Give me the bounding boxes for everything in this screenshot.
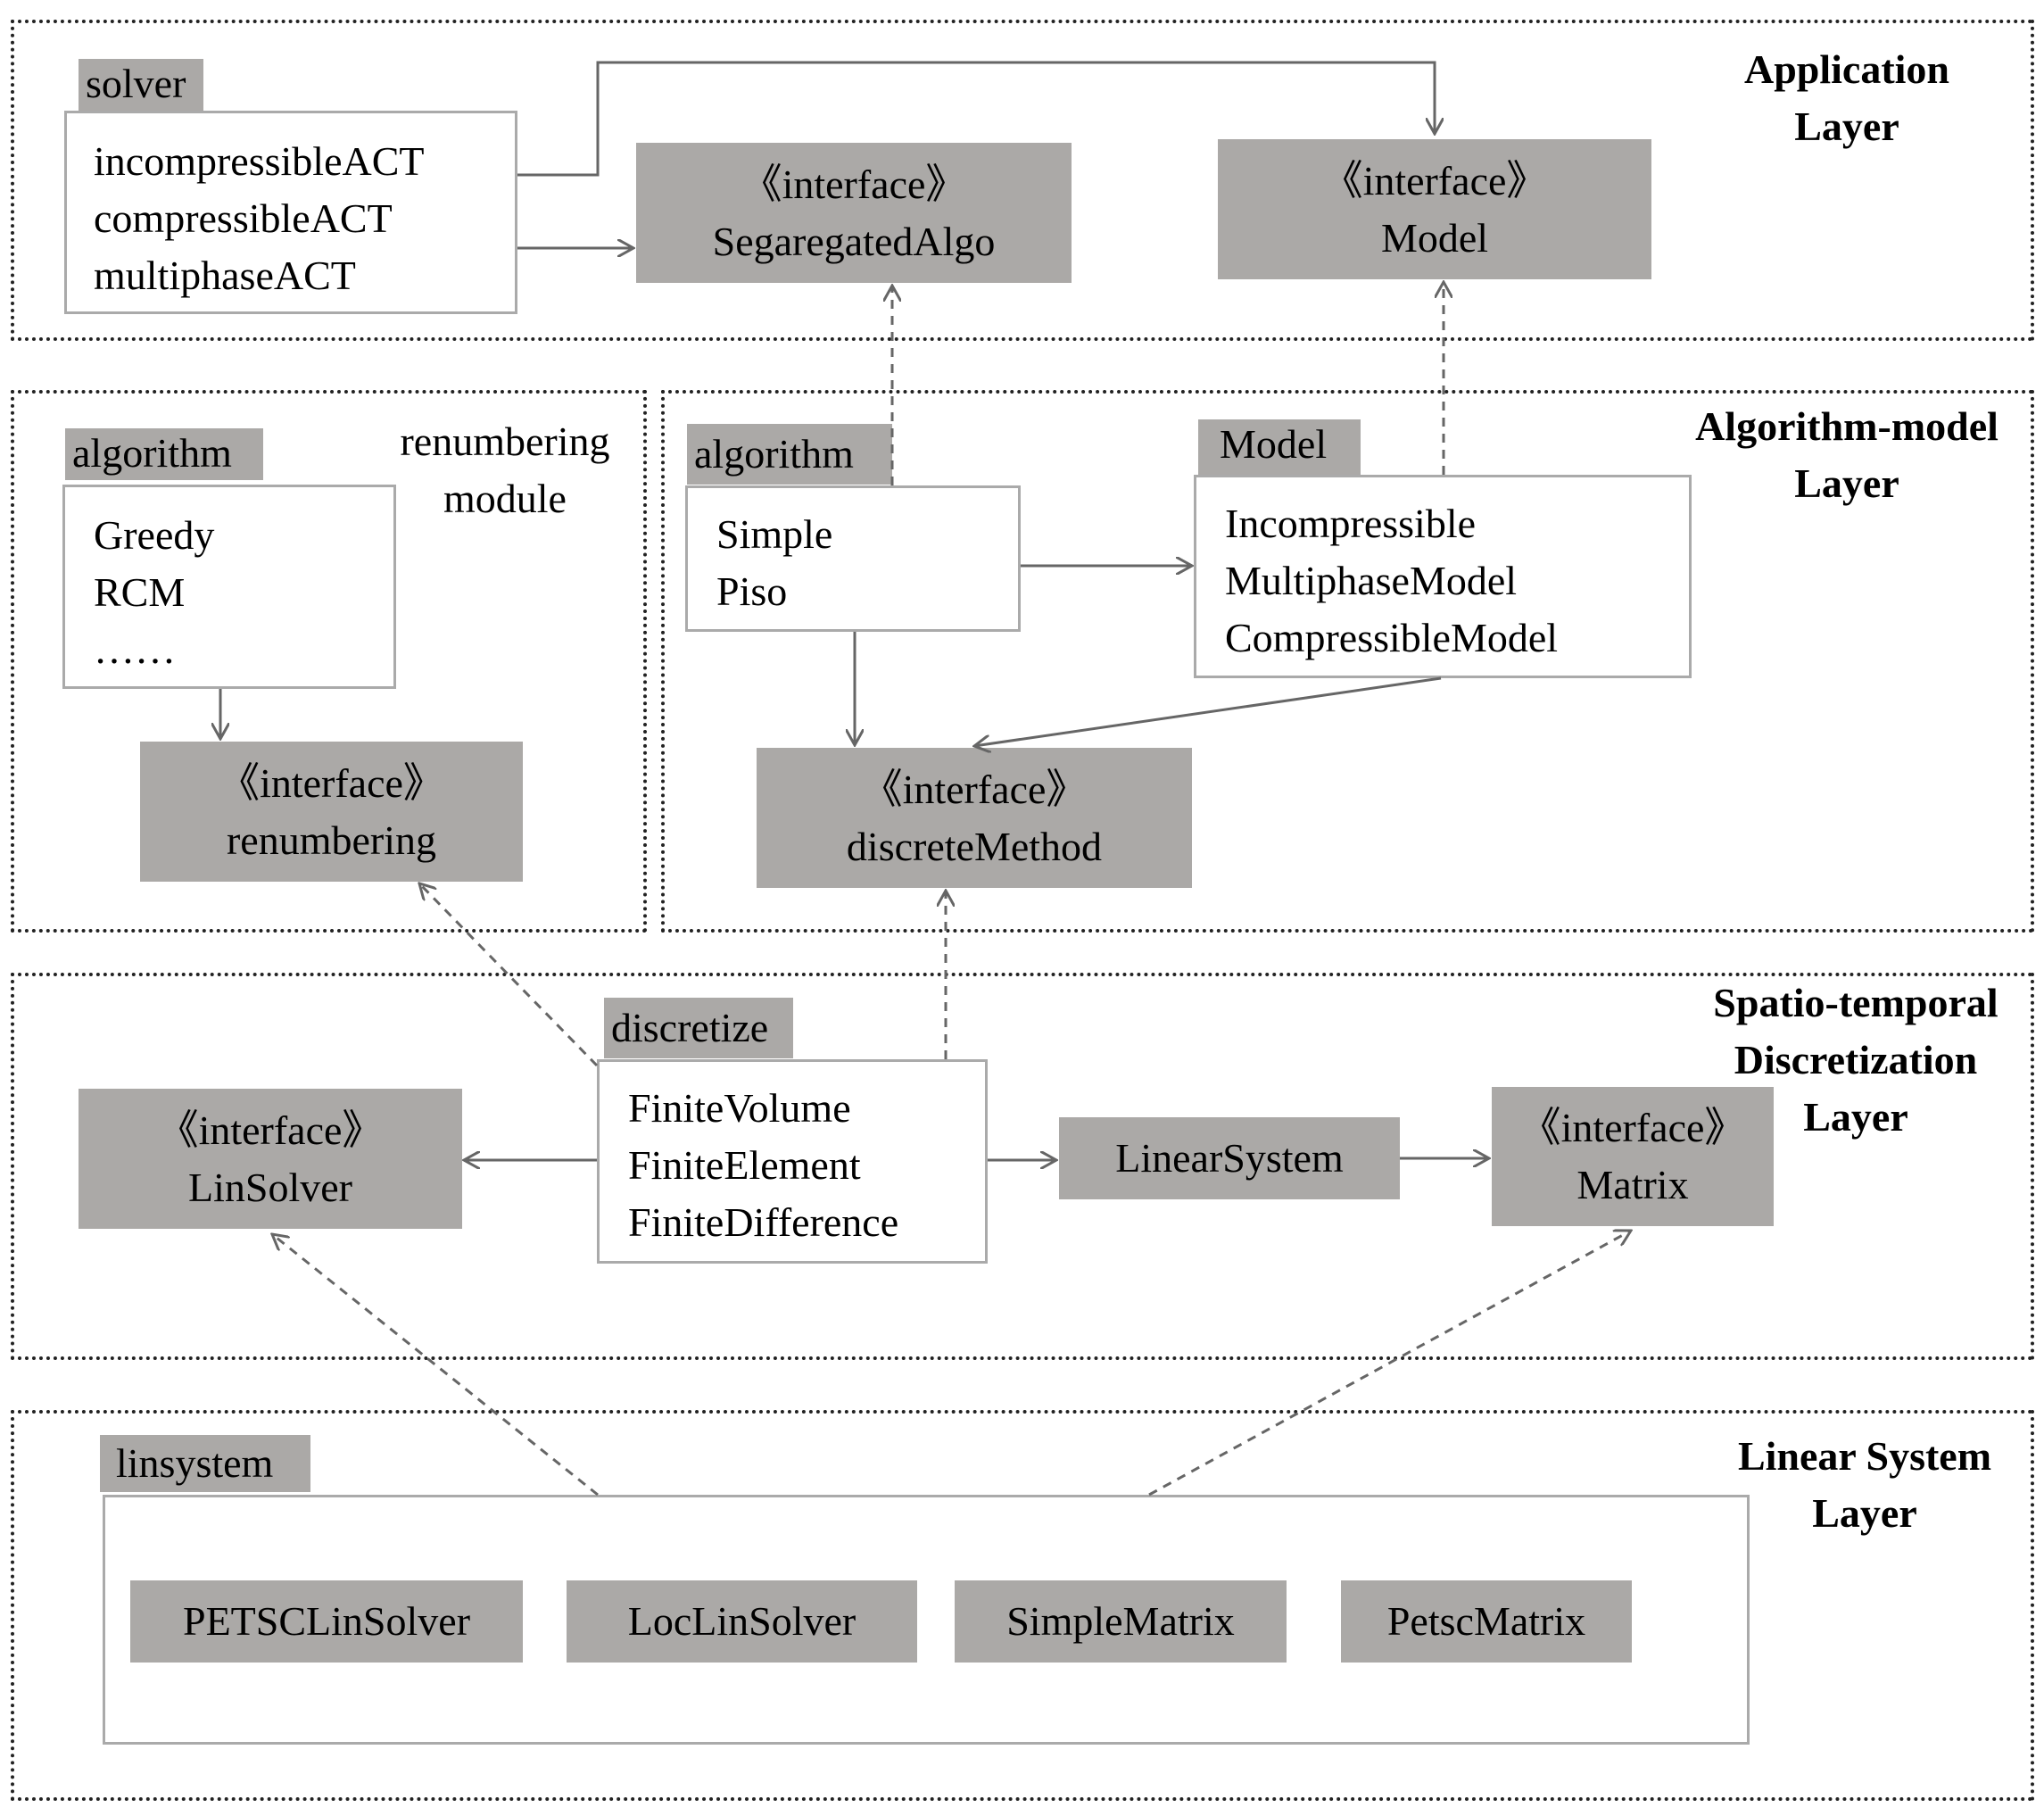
- solver-box: incompressibleACT compressibleACT multip…: [64, 111, 517, 314]
- renumbering-algorithm-box: Greedy RCM ……: [62, 485, 396, 689]
- lin-solver-interface: 《interface》 LinSolver: [79, 1089, 462, 1229]
- discrete-method-name: discreteMethod: [846, 823, 1103, 869]
- matrix-interface-name: Matrix: [1576, 1162, 1689, 1207]
- model-item-compressible: CompressibleModel: [1225, 615, 1559, 660]
- discretize-item-finite-element: FiniteElement: [628, 1142, 861, 1188]
- model-item-incompressible: Incompressible: [1225, 501, 1477, 546]
- model-tag: Model: [1198, 419, 1361, 475]
- application-layer-label-line1: Application: [1743, 46, 1950, 92]
- renumbering-interface: 《interface》 renumbering: [140, 742, 523, 882]
- renumbering-interface-stereotype: 《interface》: [219, 759, 444, 806]
- algorithm-box: Simple Piso: [685, 485, 1021, 632]
- renumbering-module-region: [11, 390, 647, 933]
- lin-solver-name: LinSolver: [188, 1164, 352, 1210]
- renumbering-algorithm-tag: algorithm: [65, 428, 263, 480]
- model-box: Incompressible MultiphaseModel Compressi…: [1194, 475, 1692, 678]
- simple-matrix-label: SimpleMatrix: [1006, 1598, 1235, 1644]
- application-layer-label: Application Layer: [1695, 41, 1998, 155]
- segregated-algo-stereotype: 《interface》: [741, 161, 967, 207]
- linear-system-box-label: LinearSystem: [1115, 1135, 1344, 1181]
- solver-item-incompressible: incompressibleACT: [94, 138, 425, 184]
- algorithm-tag: algorithm: [687, 424, 892, 485]
- model-interface-stereotype: 《interface》: [1321, 157, 1548, 203]
- petsc-matrix-box: PetscMatrix: [1341, 1580, 1632, 1663]
- solver-item-multiphase: multiphaseACT: [94, 253, 356, 298]
- renumbering-item-greedy: Greedy: [94, 512, 215, 558]
- simple-matrix-box: SimpleMatrix: [955, 1580, 1287, 1663]
- renumbering-module-title-line2: module: [443, 476, 567, 521]
- petsc-matrix-label: PetscMatrix: [1386, 1598, 1586, 1644]
- spatio-temporal-layer: [11, 973, 2034, 1360]
- renumbering-module-title: renumbering module: [377, 413, 633, 527]
- algorithm-item-piso: Piso: [716, 568, 788, 614]
- petsc-lin-solver-label: PETSCLinSolver: [182, 1598, 471, 1644]
- dashed-linsystem-to-lin-solver: [272, 1234, 599, 1497]
- petsc-lin-solver-box: PETSCLinSolver: [130, 1580, 523, 1663]
- arrow-solver-to-model: [517, 61, 1435, 177]
- algorithm-model-layer-label: Algorithm-model Layer: [1659, 398, 2034, 512]
- matrix-interface-stereotype: 《interface》: [1519, 1105, 1746, 1150]
- spatio-temporal-layer-label: Spatio-temporal Discretization Layer: [1677, 974, 2034, 1146]
- application-layer-label-line2: Layer: [1794, 104, 1899, 149]
- lin-solver-stereotype: 《interface》: [157, 1107, 384, 1153]
- matrix-interface: 《interface》 Matrix: [1492, 1087, 1774, 1226]
- discretize-tag: discretize: [604, 998, 793, 1058]
- spatio-temporal-layer-label-line1: Spatio-temporal: [1713, 980, 1998, 1025]
- linear-system-layer-label: Linear System Layer: [1695, 1428, 2034, 1542]
- loc-lin-solver-label: LocLinSolver: [627, 1598, 856, 1644]
- spatio-temporal-layer-label-line2: Discretization: [1734, 1037, 1978, 1082]
- arrow-model-box-to-discrete-method: [974, 676, 1442, 746]
- renumbering-module-title-line1: renumbering: [400, 419, 610, 464]
- discretize-item-finite-volume: FiniteVolume: [628, 1085, 851, 1131]
- linear-system-layer-label-line1: Linear System: [1737, 1433, 1992, 1479]
- algorithm-item-simple: Simple: [716, 511, 833, 557]
- linear-system-box: LinearSystem: [1059, 1117, 1400, 1199]
- renumbering-item-rcm: RCM: [94, 569, 186, 615]
- discretize-box: FiniteVolume FiniteElement FiniteDiffere…: [597, 1059, 988, 1264]
- segregated-algo-interface: 《interface》 SegaregatedAlgo: [636, 143, 1072, 283]
- algorithm-model-layer-label-line2: Layer: [1794, 460, 1899, 506]
- model-interface: 《interface》 Model: [1218, 139, 1651, 279]
- model-item-multiphase: MultiphaseModel: [1225, 558, 1518, 603]
- spatio-temporal-layer-label-line3: Layer: [1803, 1094, 1908, 1140]
- linear-system-layer-label-line2: Layer: [1812, 1490, 1917, 1536]
- model-interface-name: Model: [1380, 214, 1489, 261]
- application-layer: [11, 20, 2034, 341]
- segregated-algo-name: SegaregatedAlgo: [712, 218, 996, 264]
- renumbering-item-ellipsis: ……: [94, 626, 176, 672]
- loc-lin-solver-box: LocLinSolver: [567, 1580, 917, 1663]
- dashed-discretize-to-renumbering: [419, 883, 599, 1067]
- renumbering-interface-name: renumbering: [226, 817, 437, 863]
- algorithm-model-layer-label-line1: Algorithm-model: [1695, 403, 1998, 449]
- dashed-linsystem-to-matrix: [1148, 1231, 1631, 1497]
- algorithm-model-layer: [661, 390, 2034, 933]
- solver-tag: solver: [79, 59, 203, 111]
- linear-system-layer: [11, 1410, 2034, 1801]
- discretize-item-finite-difference: FiniteDifference: [628, 1199, 899, 1245]
- discrete-method-stereotype: 《interface》: [861, 766, 1088, 812]
- discrete-method-interface: 《interface》 discreteMethod: [757, 748, 1192, 888]
- linsystem-tag: linsystem: [100, 1435, 310, 1492]
- solver-item-compressible: compressibleACT: [94, 195, 393, 241]
